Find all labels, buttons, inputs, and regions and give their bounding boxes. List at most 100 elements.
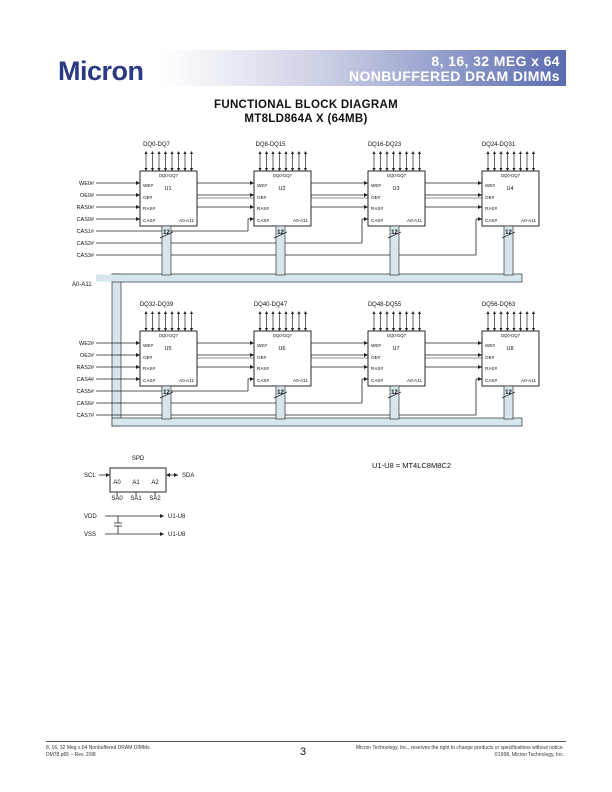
dq-arrow-icon (518, 328, 523, 331)
chip-cas-pin: CAS# (371, 218, 383, 223)
vss-target-label: U1-U8 (168, 532, 186, 538)
dq-arrow-icon (518, 151, 523, 154)
bus-slash (387, 391, 402, 399)
bottom-input-arrow-icon (136, 377, 140, 381)
dq-arrow-icon (290, 311, 295, 314)
chip-oe-pin: OE# (485, 355, 495, 360)
address-bus-lower (111, 417, 523, 427)
top-input-arrow-icon (364, 217, 368, 221)
dq-arrow-icon (290, 168, 295, 171)
chip-oe-pin: OE# (257, 195, 267, 200)
dq-arrow-icon (264, 168, 269, 171)
bottom-input-arrow-icon (478, 365, 482, 369)
top-signal-label-6: CAS3# (77, 253, 95, 259)
dq-arrow-icon (492, 328, 497, 331)
bottom-input-arrow-icon (136, 353, 140, 357)
chip-we-pin: WE# (485, 343, 495, 348)
page-number: 3 (300, 746, 307, 758)
spd-strap-label: SA1 (130, 496, 142, 502)
top-input-arrow-icon (478, 193, 482, 197)
top-chip-id: U4 (506, 186, 513, 192)
dq-arrow-icon (176, 168, 181, 171)
dq-arrow-icon (385, 328, 389, 331)
dq-arrow-icon (492, 151, 497, 154)
top-addr-drop-3 (503, 225, 514, 276)
dq-arrow-icon (417, 168, 422, 171)
top-input-arrow-icon (364, 193, 368, 197)
bottom-chip-id: U6 (278, 346, 285, 352)
spd-chip (109, 467, 167, 493)
spd-address-pin: A2 (151, 480, 159, 486)
dq-arrow-icon (391, 311, 396, 314)
chip-ras-pin: RAS# (257, 206, 269, 211)
top-input-arrow-icon (136, 193, 140, 197)
top-input-arrow-icon (250, 181, 254, 185)
top-chip-dq-pin: DQ0-DQ7 (501, 173, 521, 178)
dq-arrow-icon (303, 311, 308, 314)
top-addr-drop-2 (389, 225, 400, 276)
dq-arrow-icon (297, 328, 301, 331)
dq-arrow-icon (499, 311, 503, 314)
arrow-icon (160, 532, 164, 536)
top-input-arrow-icon (136, 205, 140, 209)
dq-arrow-icon (404, 311, 409, 314)
header-title-line1: 8, 16, 32 MEG x 64 (431, 53, 560, 69)
top-input-arrow-icon (478, 217, 482, 221)
chip-oe-pin: OE# (257, 355, 267, 360)
chip-cas-pin: CAS# (371, 378, 383, 383)
vss-label: VSS (84, 532, 96, 538)
bottom-chip-U5 (139, 330, 198, 387)
bottom-chip-id: U7 (392, 346, 399, 352)
arrow-icon (166, 473, 170, 477)
dq-arrow-icon (492, 311, 497, 314)
top-signal-label-0: WE0# (79, 181, 95, 187)
chip-cas-pin: CAS# (485, 378, 497, 383)
dq-arrow-icon (499, 151, 503, 154)
dq-arrow-icon (150, 168, 155, 171)
dq-arrow-icon (417, 311, 422, 314)
top-signal-label-3: CAS0# (77, 217, 95, 223)
bottom-chip-dq-pin: DQ0-DQ7 (501, 333, 521, 338)
dq-arrow-icon (512, 168, 516, 171)
chip-addr-pin: A0-A11 (407, 218, 422, 223)
dq-arrow-icon (157, 328, 161, 331)
dq-arrow-icon (411, 328, 415, 331)
bottom-signal-label-0: WE2# (79, 341, 95, 347)
chip-cas-pin: CAS# (257, 218, 269, 223)
bottom-dq-bus-label-3: DQ56-DQ63 (482, 302, 516, 308)
top-input-arrow-icon (478, 181, 482, 185)
dq-arrow-icon (271, 168, 275, 171)
dq-arrow-icon (486, 151, 490, 154)
chip-oe-pin: OE# (485, 195, 495, 200)
dq-arrow-icon (189, 168, 194, 171)
bus-slash (387, 231, 402, 239)
vdd-target-label: U1-U8 (168, 514, 186, 520)
top-input-arrow-icon (136, 217, 140, 221)
top-signal-label-4: CAS1# (77, 229, 95, 235)
dq-arrow-icon (290, 328, 295, 331)
dq-arrow-icon (271, 328, 275, 331)
chip-ras-pin: RAS# (371, 366, 383, 371)
bottom-chip-dq-pin: DQ0-DQ7 (273, 333, 293, 338)
spd-address-pin: A1 (132, 480, 140, 486)
bottom-input-arrow-icon (250, 377, 254, 381)
top-chip-U2 (253, 170, 312, 227)
dq-arrow-icon (183, 168, 187, 171)
dq-arrow-icon (297, 311, 301, 314)
dq-arrow-icon (271, 311, 275, 314)
dq-arrow-icon (505, 168, 510, 171)
dq-arrow-icon (163, 168, 168, 171)
chip-ras-pin: RAS# (257, 366, 269, 371)
bottom-input-arrow-icon (478, 341, 482, 345)
dq-arrow-icon (398, 311, 402, 314)
top-bus-width-label: 12 (277, 230, 284, 236)
bus-slash (159, 231, 174, 239)
top-signal-label-5: CAS2# (77, 241, 95, 247)
bottom-signal-label-2: RAS2# (77, 365, 95, 371)
arrow-icon (174, 473, 178, 477)
spd-strap-label: SA2 (149, 496, 161, 502)
chip-cas-pin: CAS# (485, 218, 497, 223)
bus-slash (273, 391, 288, 399)
dq-arrow-icon (512, 151, 516, 154)
dq-arrow-icon (505, 328, 510, 331)
